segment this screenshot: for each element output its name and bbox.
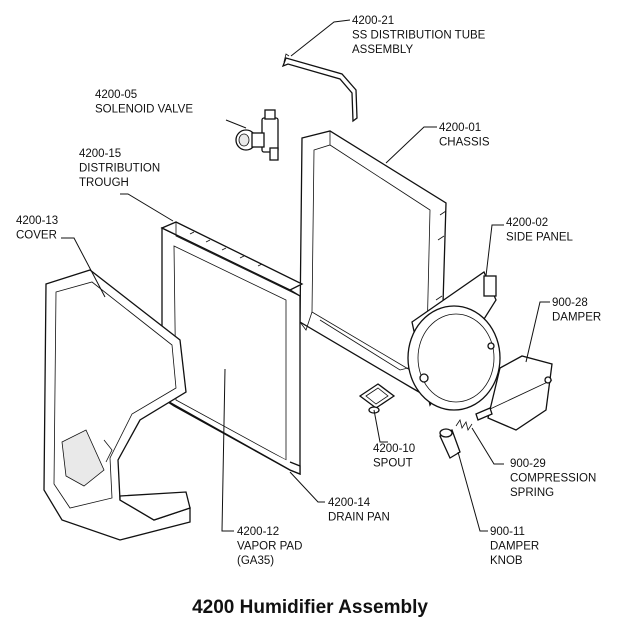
part-label-line: DISTRIBUTION [79, 163, 160, 175]
part-label-line: SS DISTRIBUTION TUBE [352, 30, 486, 42]
part-label-line: 4200-02 [506, 217, 548, 229]
part-label-line: (GA35) [237, 555, 274, 567]
part-label-line: 4200-13 [16, 215, 58, 227]
part-label-line: KNOB [490, 555, 523, 567]
part-label-line: 4200-12 [237, 526, 279, 538]
vapor-pad-drawing [160, 221, 304, 475]
part-label-line: DAMPER [552, 312, 601, 324]
part-label-line: VAPOR PAD [237, 541, 302, 553]
part-label-line: TROUGH [79, 177, 129, 189]
part-label-line: 4200-05 [95, 89, 137, 101]
part-label-line: SPRING [510, 487, 554, 499]
part-label-line: SOLENOID VALVE [95, 104, 193, 116]
part-label-line: DAMPER [490, 541, 539, 553]
part-label-line: 4200-15 [79, 148, 121, 160]
diagram-title: 4200 Humidifier Assembly [192, 597, 428, 618]
part-label-line: 4200-14 [328, 497, 371, 509]
part-label-line: COMPRESSION [510, 473, 596, 485]
part-label-line: DRAIN PAN [328, 512, 390, 524]
damper-drawing [487, 355, 553, 431]
cover-drawing [43, 269, 191, 541]
part-label-line: SPOUT [373, 458, 413, 470]
part-label-line: CHASSIS [439, 137, 490, 149]
part-label-line: SIDE PANEL [506, 232, 573, 244]
part-label-line: 900-28 [552, 297, 588, 309]
part-labels: 4200-21 SS DISTRIBUTION TUBE ASSEMBLY 4200… [16, 15, 601, 567]
compression-spring-drawing [455, 407, 493, 431]
spout-drawing [358, 383, 396, 414]
part-label-line: 4200-01 [439, 122, 481, 134]
part-label-line: COVER [16, 230, 57, 242]
part-label-line: 4200-21 [352, 15, 394, 27]
solenoid-valve-drawing [235, 109, 279, 161]
part-label-4200-21: 4200-21 SS DISTRIBUTION TUBE ASSEMBLY [352, 15, 486, 56]
part-label-line: 4200-10 [373, 443, 415, 455]
part-label-line: ASSEMBLY [352, 44, 413, 56]
damper-knob-drawing [439, 428, 461, 459]
distribution-tube-drawing [281, 53, 358, 123]
side-panel-drawing [407, 271, 501, 411]
leader-lines [61, 19, 550, 532]
part-label-line: 900-11 [490, 526, 525, 538]
part-label-line: 900-29 [510, 458, 546, 470]
